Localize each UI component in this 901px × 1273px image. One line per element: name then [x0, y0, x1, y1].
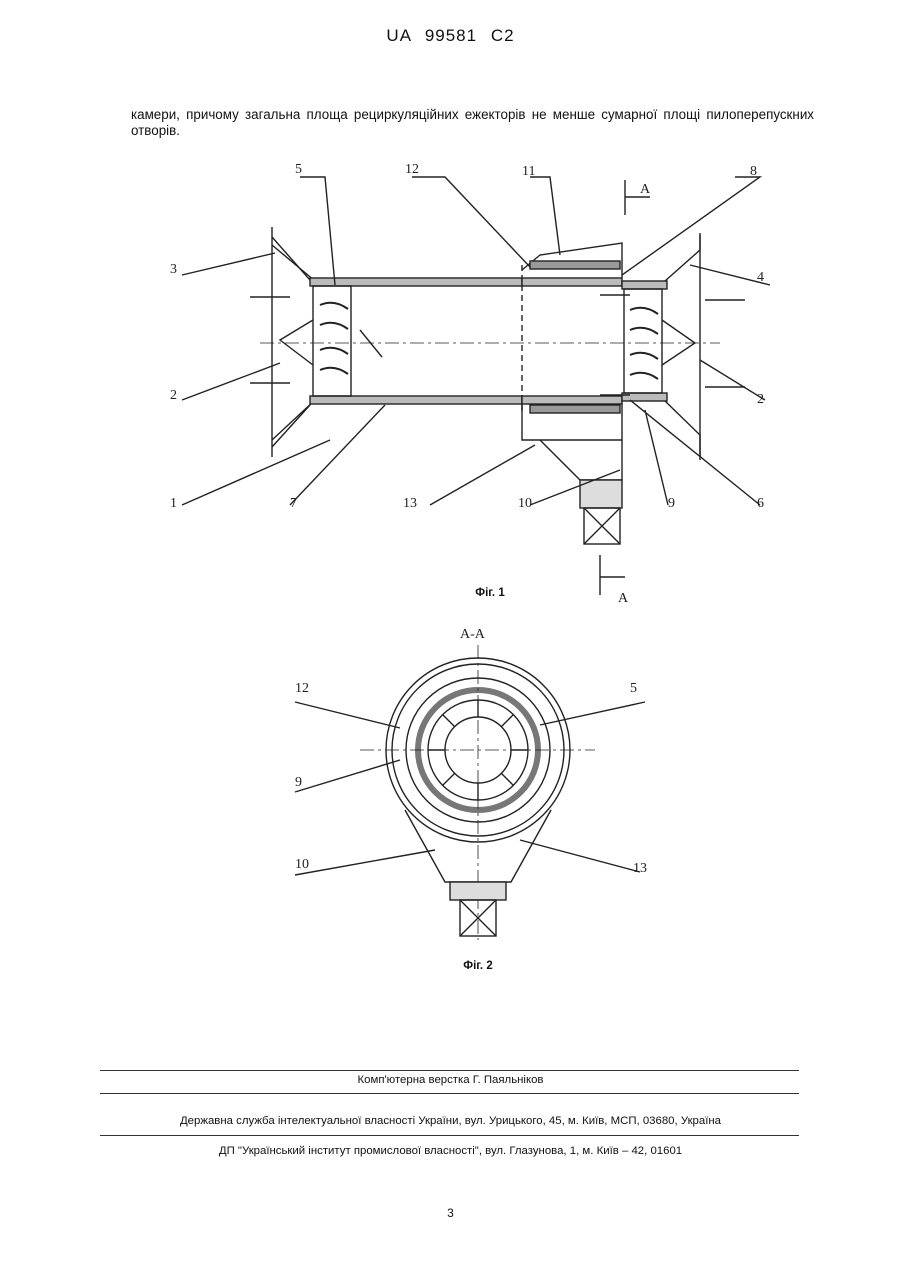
footer-layout-credit: Комп'ютерна верстка Г. Паяльніков: [0, 1074, 901, 1086]
body-paragraph: камери, причому загальна площа рециркуля…: [131, 107, 814, 139]
callout-4: 4: [757, 270, 764, 285]
figure-2-drawing: A-A 12 5 9 10 13: [285, 620, 685, 950]
callout-9: 9: [668, 496, 675, 511]
callout-2-left: 2: [170, 388, 177, 403]
callout-12: 12: [405, 162, 419, 177]
callout-5: 5: [295, 162, 302, 177]
callout-3: 3: [170, 262, 177, 277]
callout-6: 6: [757, 496, 764, 511]
callout-10: 10: [295, 857, 309, 872]
figure-2-caption: Фіг. 2: [438, 960, 518, 972]
section-a-bottom: A: [618, 591, 629, 606]
section-a-top: A: [640, 182, 651, 197]
callout-7: 7: [290, 496, 297, 511]
callout-13: 13: [403, 496, 417, 511]
callout-10: 10: [518, 496, 532, 511]
callout-5: 5: [630, 681, 637, 696]
footer-rule-1: [100, 1070, 799, 1071]
patent-header: UA 99581 C2: [0, 26, 901, 46]
page-number: 3: [0, 1206, 901, 1220]
figure-1-drawing: 3 2 1 5 12 11 8 A 4 2 6 9 10 13 7 A: [160, 155, 790, 615]
callout-2-right: 2: [757, 392, 764, 407]
callout-11: 11: [522, 164, 535, 179]
callout-13: 13: [633, 861, 647, 876]
footer-rule-2: [100, 1093, 799, 1094]
footer-rule-3: [100, 1135, 799, 1136]
callout-9: 9: [295, 775, 302, 790]
footer-agency: Державна служба інтелектуальної власност…: [0, 1115, 901, 1127]
callout-12: 12: [295, 681, 309, 696]
callout-1: 1: [170, 496, 177, 511]
footer-institute: ДП "Український інститут промислової вла…: [0, 1145, 901, 1157]
section-title-aa: A-A: [460, 627, 486, 642]
figure-1-caption: Фіг. 1: [450, 587, 530, 599]
callout-8: 8: [750, 164, 757, 179]
